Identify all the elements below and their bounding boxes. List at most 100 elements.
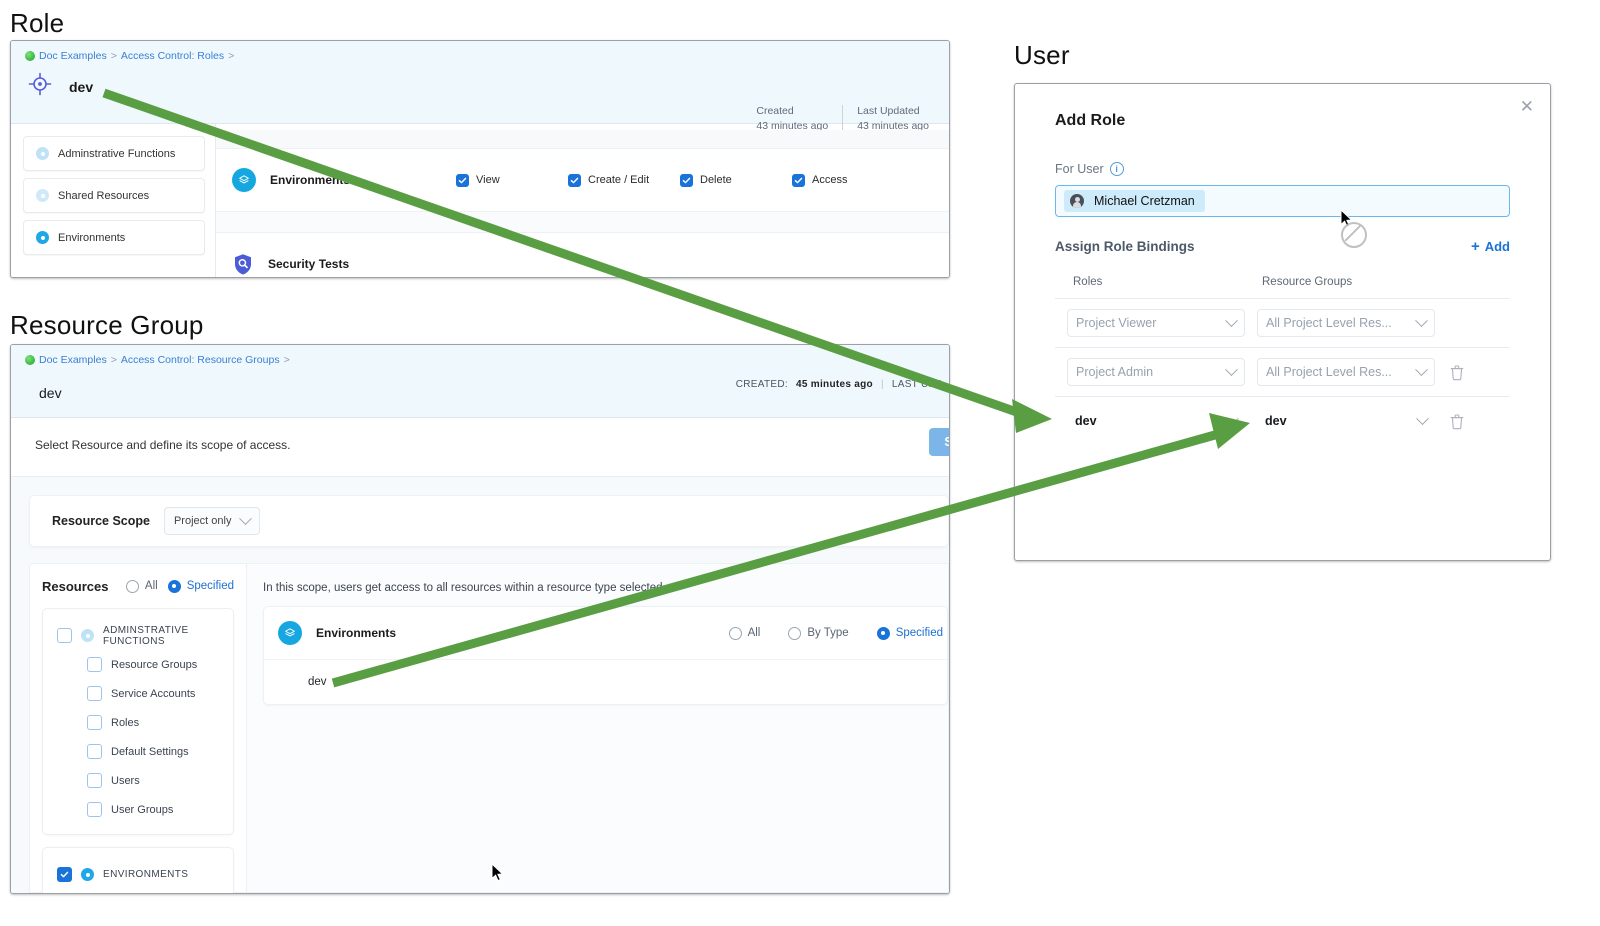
pale-dot-icon (36, 147, 49, 160)
dialog-content: For User i Michael Cretzman Assign Role … (1055, 162, 1510, 445)
info-icon[interactable]: i (1109, 162, 1124, 176)
env-option-all[interactable]: All (728, 626, 761, 640)
breadcrumb-section[interactable]: Access Control: Roles (120, 50, 225, 62)
resources-option-all[interactable]: All (125, 579, 158, 593)
checkbox-icon[interactable] (87, 686, 102, 701)
permission-row-security-tests: Security Tests (216, 233, 949, 277)
resource-group-select-value: dev (1265, 414, 1287, 428)
resource-group-body: Resource Scope Project only Resources Al… (11, 477, 949, 893)
role-meta-updated-label: Last Updated (857, 105, 920, 117)
tree-group-label: ADMINSTRATIVE FUNCTIONS (103, 624, 189, 647)
tree-child-label: Resource Groups (111, 658, 198, 671)
checkbox-icon[interactable] (87, 715, 102, 730)
tree-child-label: Roles (111, 716, 140, 729)
breadcrumb[interactable]: Doc Examples > Access Control: Resource … (25, 354, 290, 366)
tree-child-label: User Groups (111, 803, 174, 816)
save-button[interactable]: Save (929, 428, 949, 456)
env-option-label: All (747, 627, 761, 639)
resource-group-select-1[interactable]: All Project Level Res... (1257, 309, 1435, 337)
role-select-3[interactable]: dev (1067, 407, 1245, 435)
tree-row[interactable]: ADMINSTRATIVE FUNCTIONS (43, 621, 233, 650)
tree-row[interactable]: Users (43, 766, 233, 795)
permission-view[interactable]: View (456, 173, 568, 187)
permission-row-label: Environments (270, 173, 351, 187)
resource-scope-detail: In this scope, users get access to all r… (247, 563, 949, 893)
radio-selected-icon[interactable] (876, 626, 890, 640)
tree-row[interactable]: ENVIRONMENTS (43, 860, 233, 889)
user-select-field[interactable]: Michael Cretzman (1055, 185, 1510, 217)
role-panel-body: Adminstrative Functions Shared Resources… (11, 124, 949, 277)
breadcrumb-project[interactable]: Doc Examples (39, 50, 107, 62)
checkbox-icon[interactable] (87, 744, 102, 759)
radio-icon[interactable] (728, 626, 742, 640)
resources-option-specified[interactable]: Specified (167, 579, 234, 593)
breadcrumb-project[interactable]: Doc Examples (39, 354, 107, 366)
radio-selected-icon[interactable] (167, 579, 181, 593)
role-select-value: Project Admin (1076, 365, 1154, 379)
tree-row[interactable]: Default Settings (43, 737, 233, 766)
resource-group-panel-header: Doc Examples > Access Control: Resource … (11, 345, 949, 418)
checkbox-checked-icon[interactable] (680, 173, 693, 187)
breadcrumb-section[interactable]: Access Control: Resource Groups (120, 354, 280, 366)
close-icon[interactable]: ✕ (1519, 97, 1534, 116)
role-category-label: Environments (58, 231, 126, 244)
delete-binding-button-2[interactable] (1449, 364, 1465, 381)
permission-create-edit[interactable]: Create / Edit (568, 173, 680, 187)
for-user-label-row: For User i (1055, 162, 1510, 176)
permission-delete[interactable]: Delete (680, 173, 792, 187)
role-meta-created-label: Created (756, 105, 794, 117)
checkbox-icon[interactable] (87, 802, 102, 817)
role-permissions-area: Environments View Create / Edit (216, 124, 949, 277)
tree-row[interactable]: Roles (43, 708, 233, 737)
resource-group-subtitle: Select Resource and define its scope of … (35, 438, 291, 452)
resource-scope-label: Resource Scope (52, 514, 150, 528)
permission-row-name: Security Tests (232, 251, 456, 277)
checkbox-checked-icon[interactable] (792, 173, 805, 187)
column-header-roles: Roles (1073, 276, 1103, 288)
permission-access[interactable]: Access (792, 173, 904, 187)
chevron-down-icon (239, 511, 253, 525)
radio-icon[interactable] (125, 579, 139, 593)
checkbox-icon[interactable] (87, 657, 102, 672)
role-category-environments[interactable]: Environments (23, 220, 205, 255)
tree-row[interactable]: Service Accounts (43, 679, 233, 708)
role-panel-header: Doc Examples > Access Control: Roles > (11, 41, 949, 132)
chevron-down-icon (1415, 362, 1428, 376)
checkbox-icon[interactable] (57, 628, 72, 643)
checkbox-checked-icon[interactable] (456, 173, 469, 187)
env-option-specified[interactable]: Specified (876, 626, 943, 640)
add-role-dialog: ✕ Add Role For User i Michael Cretzman A… (1014, 83, 1551, 561)
environments-scope-label: Environments (316, 626, 397, 640)
tree-child-label: Default Settings (111, 745, 189, 758)
permission-row-label: Security Tests (268, 257, 350, 271)
radio-icon[interactable] (788, 626, 802, 640)
checkbox-checked-icon[interactable] (568, 173, 581, 187)
delete-binding-button-3[interactable] (1449, 413, 1465, 430)
pale-dot-icon (36, 189, 49, 202)
role-select-2[interactable]: Project Admin (1067, 358, 1245, 386)
role-category-adminstrative-functions[interactable]: Adminstrative Functions (23, 136, 205, 171)
role-category-shared-resources[interactable]: Shared Resources (23, 178, 205, 213)
shield-search-icon (232, 251, 254, 277)
list-item[interactable]: dev (264, 660, 947, 704)
checkbox-checked-icon[interactable] (57, 867, 72, 882)
resource-group-meta: CREATED: 45 minutes ago | LAST UPD (736, 379, 943, 390)
permission-row-name: Environments (232, 168, 456, 192)
tree-row[interactable]: Resource Groups (43, 650, 233, 679)
for-user-label: For User (1055, 162, 1104, 176)
resource-group-select-2[interactable]: All Project Level Res... (1257, 358, 1435, 386)
resource-group-select-3[interactable]: dev (1257, 407, 1435, 435)
add-binding-button[interactable]: + Add (1471, 239, 1510, 254)
checkbox-icon[interactable] (87, 773, 102, 788)
resource-scope-select[interactable]: Project only (163, 507, 261, 535)
tree-row[interactable]: User Groups (43, 795, 233, 824)
env-option-by-type[interactable]: By Type (788, 626, 849, 640)
project-avatar-icon (25, 51, 35, 61)
environments-scope-card: Environments All By Type (263, 606, 948, 705)
selected-user-chip[interactable]: Michael Cretzman (1064, 190, 1205, 212)
avatar (1070, 194, 1084, 208)
role-select-1[interactable]: Project Viewer (1067, 309, 1245, 337)
breadcrumb[interactable]: Doc Examples > Access Control: Roles > (25, 50, 234, 62)
role-title-row: dev (27, 71, 93, 102)
